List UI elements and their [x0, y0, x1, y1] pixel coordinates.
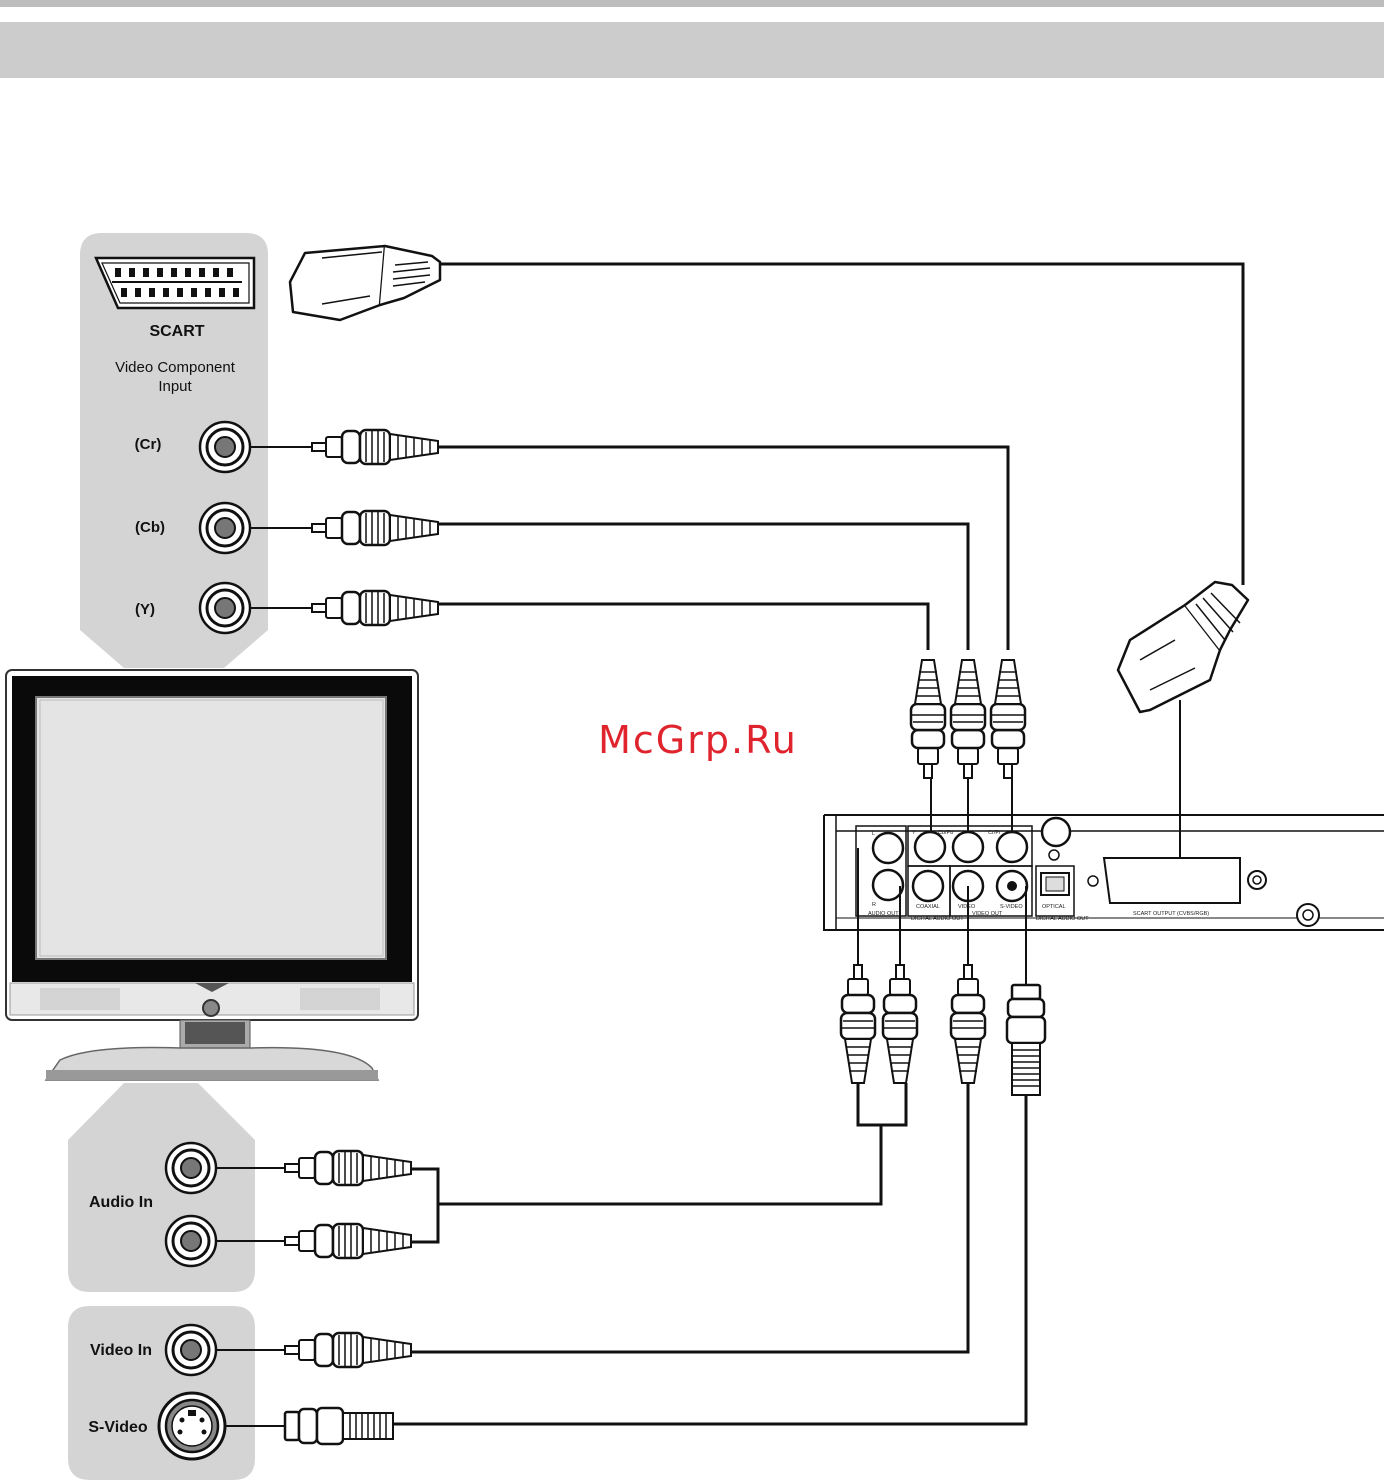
video-in-plug	[285, 1333, 411, 1367]
label-y: Y	[912, 830, 916, 836]
label-l: L	[872, 831, 875, 837]
tv-scart-socket	[96, 258, 254, 308]
watermark-text: McGrp.Ru	[598, 718, 798, 762]
y-jack	[200, 583, 250, 633]
label-coaxial: COAXIAL	[916, 904, 940, 910]
dvd-audio-r-plug	[883, 965, 917, 1083]
dvd-video-plug	[951, 965, 985, 1083]
scart-plug-right	[1118, 582, 1248, 712]
component-title-line1: Video Component	[115, 359, 236, 376]
audio-input-panel	[68, 1083, 255, 1292]
label-scart-output: SCART OUTPUT (CVBS/RGB)	[1133, 911, 1209, 917]
audio-in-r-jack	[166, 1216, 216, 1266]
scart-plug-left	[290, 246, 440, 320]
y-label: (Y)	[135, 601, 155, 618]
label-optical: OPTICAL	[1042, 904, 1066, 910]
dvd-audio-l-plug	[841, 965, 875, 1083]
label-cr: Cr/Pr	[988, 830, 1001, 836]
label-digital-audio-out: DIGITAL AUDIO OUT	[911, 916, 964, 922]
label-svideo: S-VIDEO	[1000, 904, 1023, 910]
audio-in-r-plug	[285, 1224, 411, 1258]
dvd-back-panel: L R Y Cb/Pb Cr/Pr AUDIO OUT COAXIAL DIGI…	[824, 815, 1384, 930]
cr-plug	[312, 430, 438, 464]
label-cb: Cb/Pb	[938, 830, 953, 836]
label-audio-out: AUDIO OUT	[868, 911, 899, 917]
cb-jack	[200, 503, 250, 553]
television	[6, 670, 418, 1080]
y-plug	[312, 591, 438, 625]
dvd-svideo-plug	[1007, 985, 1045, 1095]
video-in-label: Video In	[90, 1342, 152, 1359]
svideo-label: S-Video	[88, 1419, 148, 1436]
video-input-panel	[68, 1306, 255, 1480]
cb-plug	[312, 511, 438, 545]
label-optical-digital: DIGITAL AUDIO OUT	[1036, 916, 1089, 922]
scart-label: SCART	[149, 323, 204, 340]
cr-jack	[200, 422, 250, 472]
label-video: VIDEO	[958, 904, 976, 910]
audio-in-l-jack	[166, 1143, 216, 1193]
component-title-line2: Input	[158, 378, 192, 395]
audio-in-l-plug	[285, 1151, 411, 1185]
svideo-in-plug	[285, 1408, 393, 1444]
audio-in-label: Audio In	[89, 1194, 153, 1211]
video-in-jack	[166, 1325, 216, 1375]
label-r: R	[872, 902, 876, 908]
label-video-out: VIDEO OUT	[972, 911, 1003, 917]
cb-label: (Cb)	[135, 519, 165, 536]
svideo-jack	[159, 1393, 225, 1459]
cr-label: (Cr)	[135, 436, 162, 453]
